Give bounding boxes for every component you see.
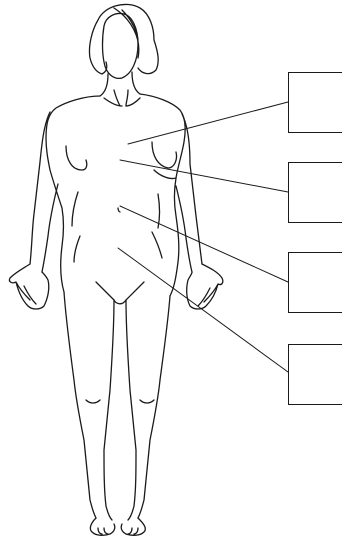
breast-left xyxy=(66,146,87,170)
label-box-1[interactable] xyxy=(288,72,342,133)
torso-left xyxy=(46,96,100,292)
hip-crease-right xyxy=(152,232,162,258)
right-leg-inner xyxy=(126,300,136,520)
knee-right xyxy=(140,400,154,403)
breast-right xyxy=(152,142,177,168)
hair-outline xyxy=(89,4,158,74)
left-leg-inner xyxy=(104,300,114,520)
waist-left xyxy=(72,192,78,226)
navel xyxy=(118,208,120,212)
label-box-2[interactable] xyxy=(288,162,342,223)
leader-line-2 xyxy=(120,160,288,192)
label-box-3[interactable] xyxy=(288,252,342,313)
leader-line-3 xyxy=(120,206,288,282)
leader-line-1 xyxy=(128,102,288,144)
label-box-4[interactable] xyxy=(288,344,342,405)
left-foot xyxy=(90,518,114,535)
neck-left xyxy=(100,74,108,96)
chest-line xyxy=(154,170,176,179)
neck-right xyxy=(132,72,140,94)
pelvis xyxy=(96,282,144,304)
hip-crease-left xyxy=(74,236,80,262)
neck-tendon xyxy=(114,90,128,106)
left-leg-outer xyxy=(64,292,96,518)
leader-line-4 xyxy=(118,248,288,372)
right-leg-outer xyxy=(138,296,170,518)
left-arm-inner xyxy=(42,184,58,272)
collarbone xyxy=(104,98,140,106)
knee-left xyxy=(86,400,100,403)
right-foot xyxy=(121,518,145,535)
